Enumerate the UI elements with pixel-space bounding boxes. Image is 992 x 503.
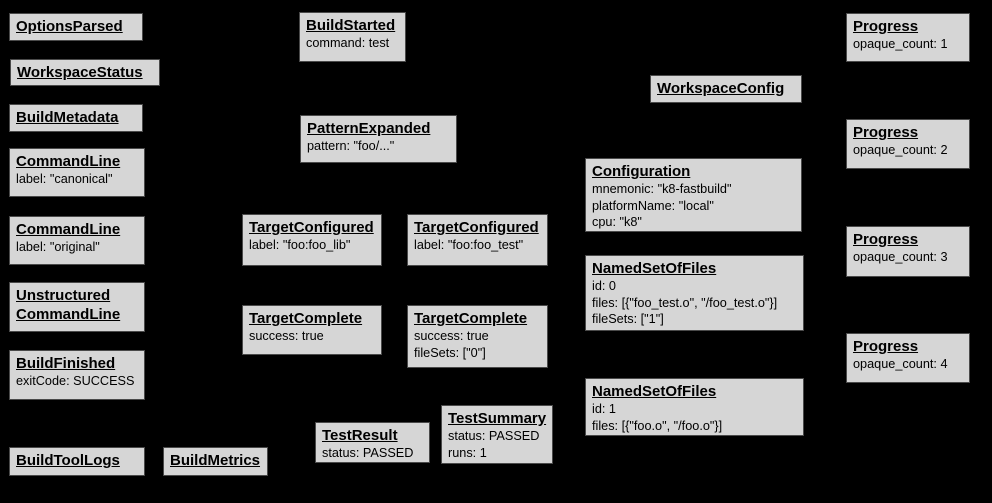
event-node-target-complete-foo-test: TargetComplete success: true fileSets: ["0… (407, 305, 548, 368)
event-node-title: Unstructured CommandLine (16, 287, 121, 323)
event-node-title: BuildStarted (306, 17, 396, 34)
event-node-property: runs: 1 (448, 445, 487, 460)
event-node-property: opaque_count: 1 (853, 37, 948, 51)
event-node-property: exitCode: SUCCESS (16, 374, 135, 388)
event-node-property: mnemonic: "k8-fastbuild" (592, 182, 732, 196)
event-node-property: id: 0 (592, 279, 616, 293)
event-node-named-set-of-files-1: NamedSetOfFiles id: 1 files: [{"foo.o", "/… (585, 378, 804, 436)
event-node-title: Progress (853, 338, 919, 355)
event-node-title: BuildToolLogs (16, 452, 120, 469)
event-node-property: status: PASSED (448, 429, 540, 443)
event-node-property: fileSets: ["1"] (592, 312, 664, 326)
event-node-title: Progress (853, 18, 919, 35)
event-node-named-set-of-files-0: NamedSetOfFiles id: 0 files: [{"foo_test.o… (585, 255, 804, 331)
event-node-title: OptionsParsed (16, 18, 123, 35)
event-node-property: label: "canonical" (16, 172, 113, 186)
event-node-property: platformName: "local" (592, 198, 714, 213)
event-node-property: success: true (414, 329, 489, 343)
event-node-build-metadata: BuildMetadata (9, 104, 143, 132)
event-node-progress-2: Progress opaque_count: 2 (846, 119, 970, 169)
event-node-title: NamedSetOfFiles (592, 260, 717, 277)
event-node-pattern-expanded: PatternExpanded pattern: "foo/..." (300, 115, 457, 163)
event-node-property: files: [{"foo_test.o", "/foo_test.o"}] (592, 295, 778, 310)
event-node-property: opaque_count: 2 (853, 143, 948, 157)
event-node-target-complete-foo-lib: TargetComplete success: true (242, 305, 382, 355)
event-node-title: CommandLine (16, 221, 121, 238)
event-node-build-finished: BuildFinished exitCode: SUCCESS (9, 350, 145, 400)
event-node-build-started: BuildStarted command: test (299, 12, 406, 62)
event-node-target-configured-foo-test: TargetConfigured label: "foo:foo_test" (407, 214, 548, 266)
event-node-property: status: PASSED (322, 446, 414, 460)
event-node-property: label: "foo:foo_lib" (249, 238, 351, 252)
event-node-title: Progress (853, 231, 919, 248)
event-node-property: files: [{"foo.o", "/foo.o"}] (592, 418, 723, 433)
event-node-configuration: Configuration mnemonic: "k8-fastbuild" pla… (585, 158, 802, 232)
event-node-workspace-config: WorkspaceConfig (650, 75, 802, 103)
event-node-title: TestSummary (448, 410, 547, 427)
event-node-property: label: "foo:foo_test" (414, 238, 524, 252)
event-node-property: id: 1 (592, 402, 616, 416)
event-node-build-metrics: BuildMetrics (163, 447, 268, 476)
event-node-property: pattern: "foo/..." (307, 139, 395, 153)
event-node-target-configured-foo-lib: TargetConfigured label: "foo:foo_lib" (242, 214, 382, 266)
event-node-workspace-status: WorkspaceStatus (10, 59, 160, 86)
event-node-title: PatternExpanded (307, 120, 431, 137)
event-node-title: BuildMetrics (170, 452, 261, 469)
event-node-title: TargetConfigured (414, 219, 539, 236)
event-node-property: cpu: "k8" (592, 215, 642, 229)
event-node-progress-3: Progress opaque_count: 3 (846, 226, 970, 277)
event-node-property: success: true (249, 329, 324, 343)
event-node-property: label: "original" (16, 240, 100, 254)
event-node-test-result: TestResult status: PASSED (315, 422, 430, 463)
event-node-command-line-original: CommandLine label: "original" (9, 216, 145, 265)
event-node-title: Progress (853, 124, 919, 141)
event-node-title: NamedSetOfFiles (592, 383, 717, 400)
event-node-title: TestResult (322, 427, 398, 444)
event-node-title: TargetComplete (249, 310, 363, 327)
event-node-title: TargetComplete (414, 310, 528, 327)
event-node-property: fileSets: ["0"] (414, 345, 486, 360)
event-node-options-parsed: OptionsParsed (9, 13, 143, 41)
event-node-title: Configuration (592, 163, 691, 180)
event-node-title: CommandLine (16, 153, 121, 170)
event-node-property: command: test (306, 36, 390, 50)
event-node-property: opaque_count: 4 (853, 357, 948, 371)
event-node-title: WorkspaceConfig (657, 80, 785, 97)
event-node-title: BuildFinished (16, 355, 116, 372)
event-node-build-tool-logs: BuildToolLogs (9, 447, 145, 476)
event-node-unstructured-command-line: Unstructured CommandLine (9, 282, 145, 332)
event-node-test-summary: TestSummary status: PASSED runs: 1 (441, 405, 553, 464)
event-node-title: TargetConfigured (249, 219, 374, 236)
event-node-title: WorkspaceStatus (17, 64, 143, 81)
event-node-title: BuildMetadata (16, 109, 119, 126)
event-node-command-line-canonical: CommandLine label: "canonical" (9, 148, 145, 197)
event-node-property: opaque_count: 3 (853, 250, 948, 264)
event-node-progress-4: Progress opaque_count: 4 (846, 333, 970, 383)
event-node-progress-1: Progress opaque_count: 1 (846, 13, 970, 62)
